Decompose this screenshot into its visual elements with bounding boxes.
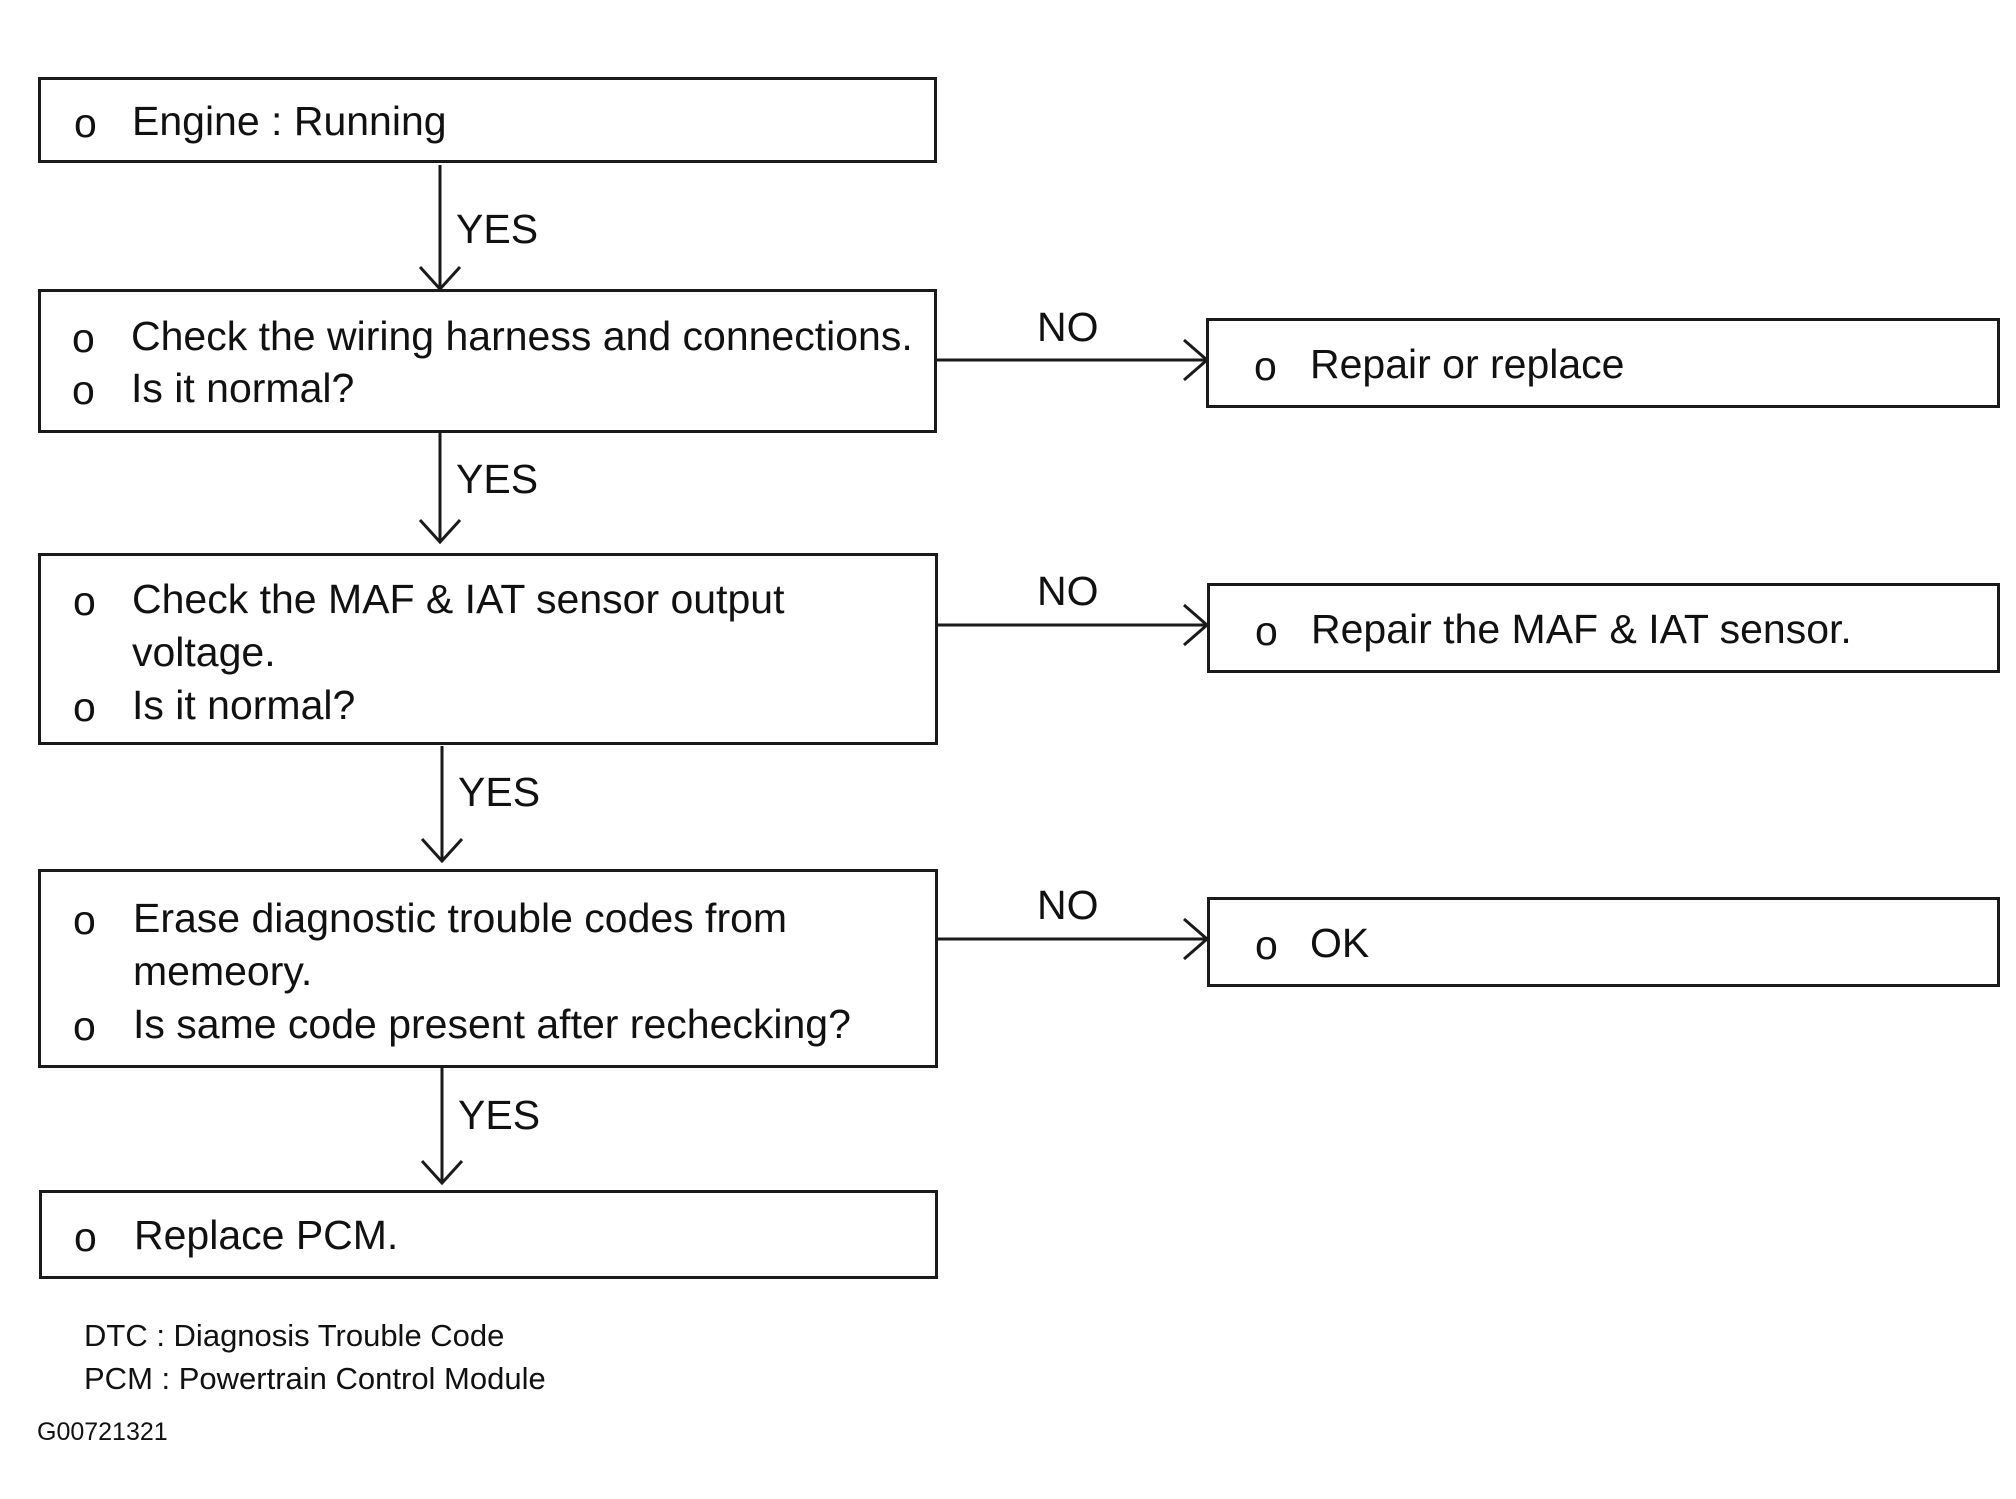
step-replace-pcm: o Replace PCM. [39, 1190, 938, 1279]
bullet-marker: o [72, 367, 95, 413]
result-ok: o OK [1207, 897, 2000, 987]
step-text-line: Is it normal? [132, 682, 356, 728]
step-text-line: Repair the MAF & IAT sensor. [1311, 606, 1852, 652]
bullet-marker: o [73, 684, 96, 730]
arrowhead-down-4 [420, 1159, 464, 1186]
edge-label-yes-1: YES [456, 206, 539, 252]
step-text-line: Engine : Running [132, 98, 447, 144]
bullet-marker: o [73, 1003, 96, 1049]
step-text-line: Replace PCM. [134, 1212, 399, 1258]
edge-label-no-3: NO [1037, 882, 1099, 928]
bullet-marker: o [74, 1214, 97, 1260]
step-engine-running: o Engine : Running [38, 77, 937, 163]
step-check-wiring: o Check the wiring harness and connectio… [38, 289, 937, 433]
step-text-line: Check the MAF & IAT sensor output [132, 576, 785, 622]
bullet-marker: o [74, 100, 97, 146]
figure-id: G00721321 [37, 1418, 168, 1446]
edge-label-yes-3: YES [458, 769, 541, 815]
step-text-line: voltage. [132, 629, 276, 675]
bullet-marker: o [1254, 343, 1277, 389]
bullet-marker: o [72, 315, 95, 361]
step-text-line: Erase diagnostic trouble codes from [133, 895, 788, 941]
step-text-line: Check the wiring harness and connections… [131, 313, 913, 359]
bullet-marker: o [73, 897, 96, 943]
legend-dtc: DTC : Diagnosis Trouble Code [84, 1318, 505, 1353]
step-check-sensor-voltage: o Check the MAF & IAT sensor output volt… [38, 553, 938, 745]
step-text-line: Is it normal? [131, 365, 355, 411]
arrowhead-down-2 [418, 518, 462, 545]
edge-label-yes-4: YES [458, 1092, 541, 1138]
legend-pcm: PCM : Powertrain Control Module [84, 1361, 546, 1396]
bullet-marker: o [1255, 922, 1278, 968]
step-text-line: OK [1310, 920, 1370, 966]
result-repair-or-replace: o Repair or replace [1206, 318, 2000, 408]
edge-label-yes-2: YES [456, 456, 539, 502]
step-text-line: Is same code present after rechecking? [133, 1001, 851, 1047]
edge-label-no-2: NO [1037, 568, 1099, 614]
step-text-line: memeory. [133, 948, 313, 994]
bullet-marker: o [1255, 608, 1278, 654]
result-repair-sensor: o Repair the MAF & IAT sensor. [1207, 583, 2000, 673]
edge-label-no-1: NO [1037, 304, 1099, 350]
step-erase-trouble-codes: o Erase diagnostic trouble codes from me… [38, 869, 938, 1068]
arrowhead-down-3 [420, 837, 464, 864]
bullet-marker: o [73, 578, 96, 624]
step-text-line: Repair or replace [1310, 341, 1625, 387]
